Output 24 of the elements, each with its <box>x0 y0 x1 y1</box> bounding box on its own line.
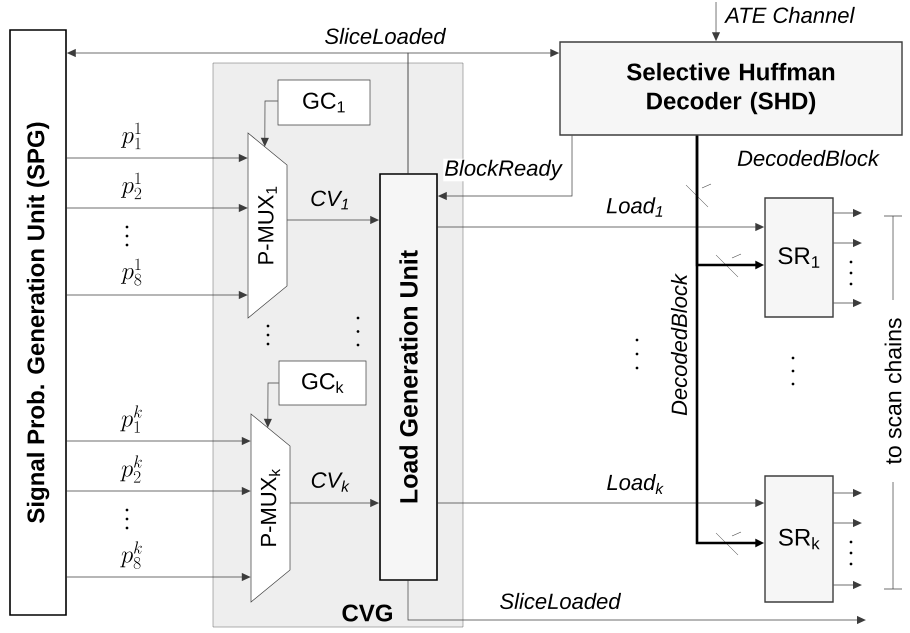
unit-box: Selective Huffman Decoder (SHD) <box>559 41 903 136</box>
unit-box: SR$_{k}$ <box>764 475 834 603</box>
edge-label: $p^{1}_{8}$ <box>120 258 144 286</box>
edge-label: $p^{k}_{1}$ <box>120 404 144 434</box>
unit-box: SR$_{1}$ <box>764 197 834 318</box>
edge-label: $p^{1}_{2}$ <box>120 172 144 200</box>
edge-label: DecodedBlock <box>736 148 880 168</box>
edge-label: BlockReady <box>443 158 563 182</box>
edge-label: DecodedBlock <box>670 273 688 417</box>
edge-label: SliceLoaded <box>498 592 622 610</box>
unit-box: GC$_{k}$ <box>278 360 366 406</box>
unit-box: Load Generation Unit <box>379 173 438 581</box>
edge-label: ATE Channel <box>724 6 856 24</box>
unit-box: Signal Prob. Generation Unit (SPG) <box>9 29 67 616</box>
edge-label: CV$_{1}$ <box>309 190 351 210</box>
side-label: to scan chains <box>884 318 902 464</box>
edge-label: $p^{k}_{2}$ <box>120 454 144 484</box>
edge-label: Load$_{k}$ <box>605 473 665 495</box>
edge-label: Load$_{1}$ <box>605 196 665 218</box>
edge-label: $p^{k}_{8}$ <box>120 540 144 570</box>
edge-label: SliceLoaded <box>323 26 447 46</box>
edge-label: $p^{1}_{1}$ <box>120 122 144 150</box>
edge-label: CV$_{k}$ <box>310 471 350 493</box>
unit-box: GC$_{1}$ <box>278 80 370 126</box>
